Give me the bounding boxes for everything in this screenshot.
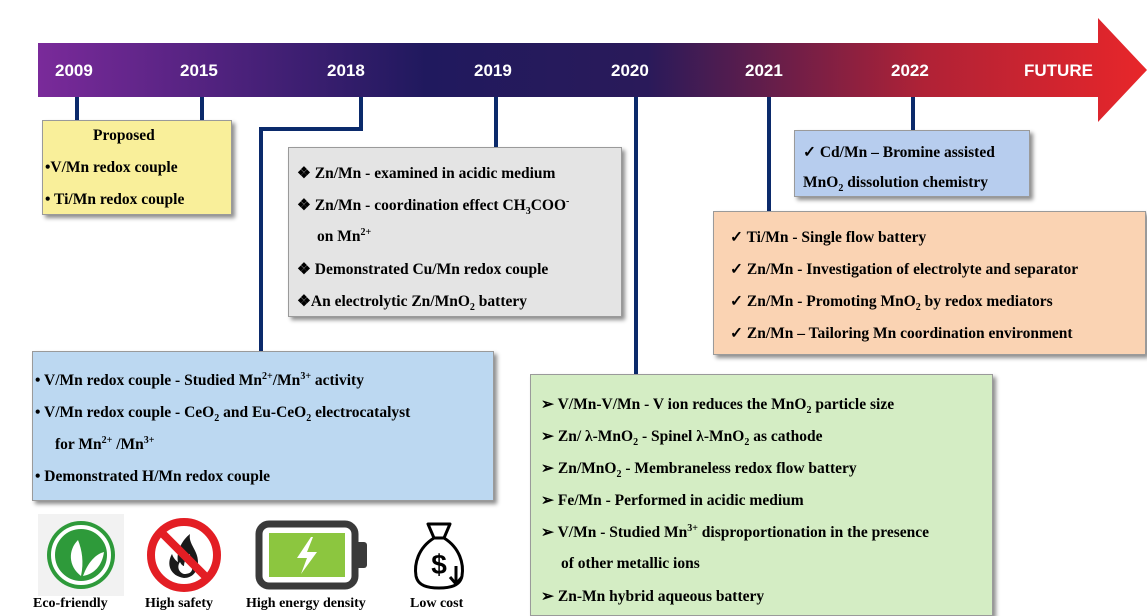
connector-2015 — [200, 97, 204, 123]
box-2019-line-4: ❖ Demonstrated Cu/Mn redox couple — [297, 261, 549, 278]
box-2020-line-1: ➢ V/Mn-V/Mn - V ion reduces the MnO2 par… — [541, 396, 895, 416]
leaf-icon — [38, 514, 124, 596]
box-2018-line-4: • Demonstrated H/Mn redox couple — [35, 468, 271, 485]
connector-2019 — [494, 97, 498, 148]
svg-text:$: $ — [431, 549, 447, 580]
box-2018-line-2: • V/Mn redox couple - CeO2 and Eu-CeO2 e… — [35, 404, 411, 424]
year-future: FUTURE — [1024, 61, 1093, 80]
box-2009-line-2: • Ti/Mn redox couple — [45, 191, 185, 208]
connector-2020 — [634, 97, 638, 375]
year-2022: 2022 — [891, 61, 929, 80]
year-2019: 2019 — [474, 61, 512, 80]
box-2019-line-3: on Mn2+ — [317, 227, 372, 245]
year-2009: 2009 — [55, 61, 93, 80]
box-2021-line-1: ✓ Ti/Mn - Single flow battery — [730, 229, 927, 246]
box-2018-line-1: • V/Mn redox couple - Studied Mn2+/Mn3+ … — [35, 371, 364, 389]
high-safety-label: High safety — [145, 596, 214, 611]
year-2018: 2018 — [327, 61, 365, 80]
box-2018: • V/Mn redox couple - Studied Mn2+/Mn3+ … — [32, 351, 494, 501]
connector-2022 — [911, 97, 915, 130]
year-2021: 2021 — [745, 61, 783, 80]
battery-icon — [255, 520, 371, 590]
connector-2018-horizontal — [259, 127, 363, 131]
box-2021-line-3: ✓ Zn/Mn - Promoting MnO2 by redox mediat… — [730, 293, 1053, 313]
box-2020-line-7: ➢ Zn-Mn hybrid aqueous battery — [541, 588, 765, 605]
box-2020-line-6: of other metallic ions — [561, 555, 700, 572]
eco-friendly-label: Eco-friendly — [33, 596, 108, 611]
year-2020: 2020 — [611, 61, 649, 80]
box-2009-line-1: •V/Mn redox couple — [45, 159, 178, 176]
no-fire-icon — [146, 516, 222, 594]
box-2009-proposed: Proposed •V/Mn redox couple • Ti/Mn redo… — [42, 120, 232, 215]
timeline-arrow-shape — [38, 18, 1147, 122]
box-2009-title: Proposed — [93, 127, 155, 144]
box-2020-line-3: ➢ Zn/MnO2 - Membraneless redox flow batt… — [541, 460, 857, 480]
box-2018-line-3: for Mn2+ /Mn3+ — [55, 435, 155, 453]
timeline-arrow — [0, 0, 1147, 130]
box-2019-line-2: ❖ Zn/Mn - coordination effect CH3COO- — [297, 196, 570, 217]
high-energy-density-label: High energy density — [246, 596, 366, 611]
connector-2018-down — [259, 127, 263, 352]
box-2019: ❖ Zn/Mn - examined in acidic medium ❖ Zn… — [288, 147, 622, 317]
box-2020-line-4: ➢ Fe/Mn - Performed in acidic medium — [541, 492, 804, 509]
box-2020-line-5: ➢ V/Mn - Studied Mn3+ disproportionation… — [541, 523, 929, 541]
year-2015: 2015 — [180, 61, 218, 80]
box-2021-line-4: ✓ Zn/Mn – Tailoring Mn coordination envi… — [730, 325, 1073, 342]
box-2021: ✓ Ti/Mn - Single flow battery ✓ Zn/Mn - … — [713, 211, 1146, 355]
low-cost-label: Low cost — [410, 596, 464, 611]
box-2022-line-2: MnO2 dissolution chemistry — [803, 174, 988, 194]
box-2022-line-1: ✓ Cd/Mn – Bromine assisted — [803, 144, 995, 161]
connector-2009 — [75, 97, 79, 123]
box-2021-line-2: ✓ Zn/Mn - Investigation of electrolyte a… — [730, 261, 1079, 278]
box-2019-line-5: ❖An electrolytic Zn/MnO2 battery — [297, 293, 527, 313]
box-2020: ➢ V/Mn-V/Mn - V ion reduces the MnO2 par… — [530, 374, 993, 616]
connector-2021 — [767, 97, 771, 212]
box-2020-line-2: ➢ Zn/ λ-MnO2 - Spinel λ-MnO2 as cathode — [541, 428, 823, 448]
box-2019-line-1: ❖ Zn/Mn - examined in acidic medium — [297, 165, 556, 182]
money-bag-icon: $ — [410, 520, 468, 592]
box-2022: ✓ Cd/Mn – Bromine assisted MnO2 dissolut… — [794, 130, 1030, 197]
connector-2018-vertical — [359, 97, 363, 130]
